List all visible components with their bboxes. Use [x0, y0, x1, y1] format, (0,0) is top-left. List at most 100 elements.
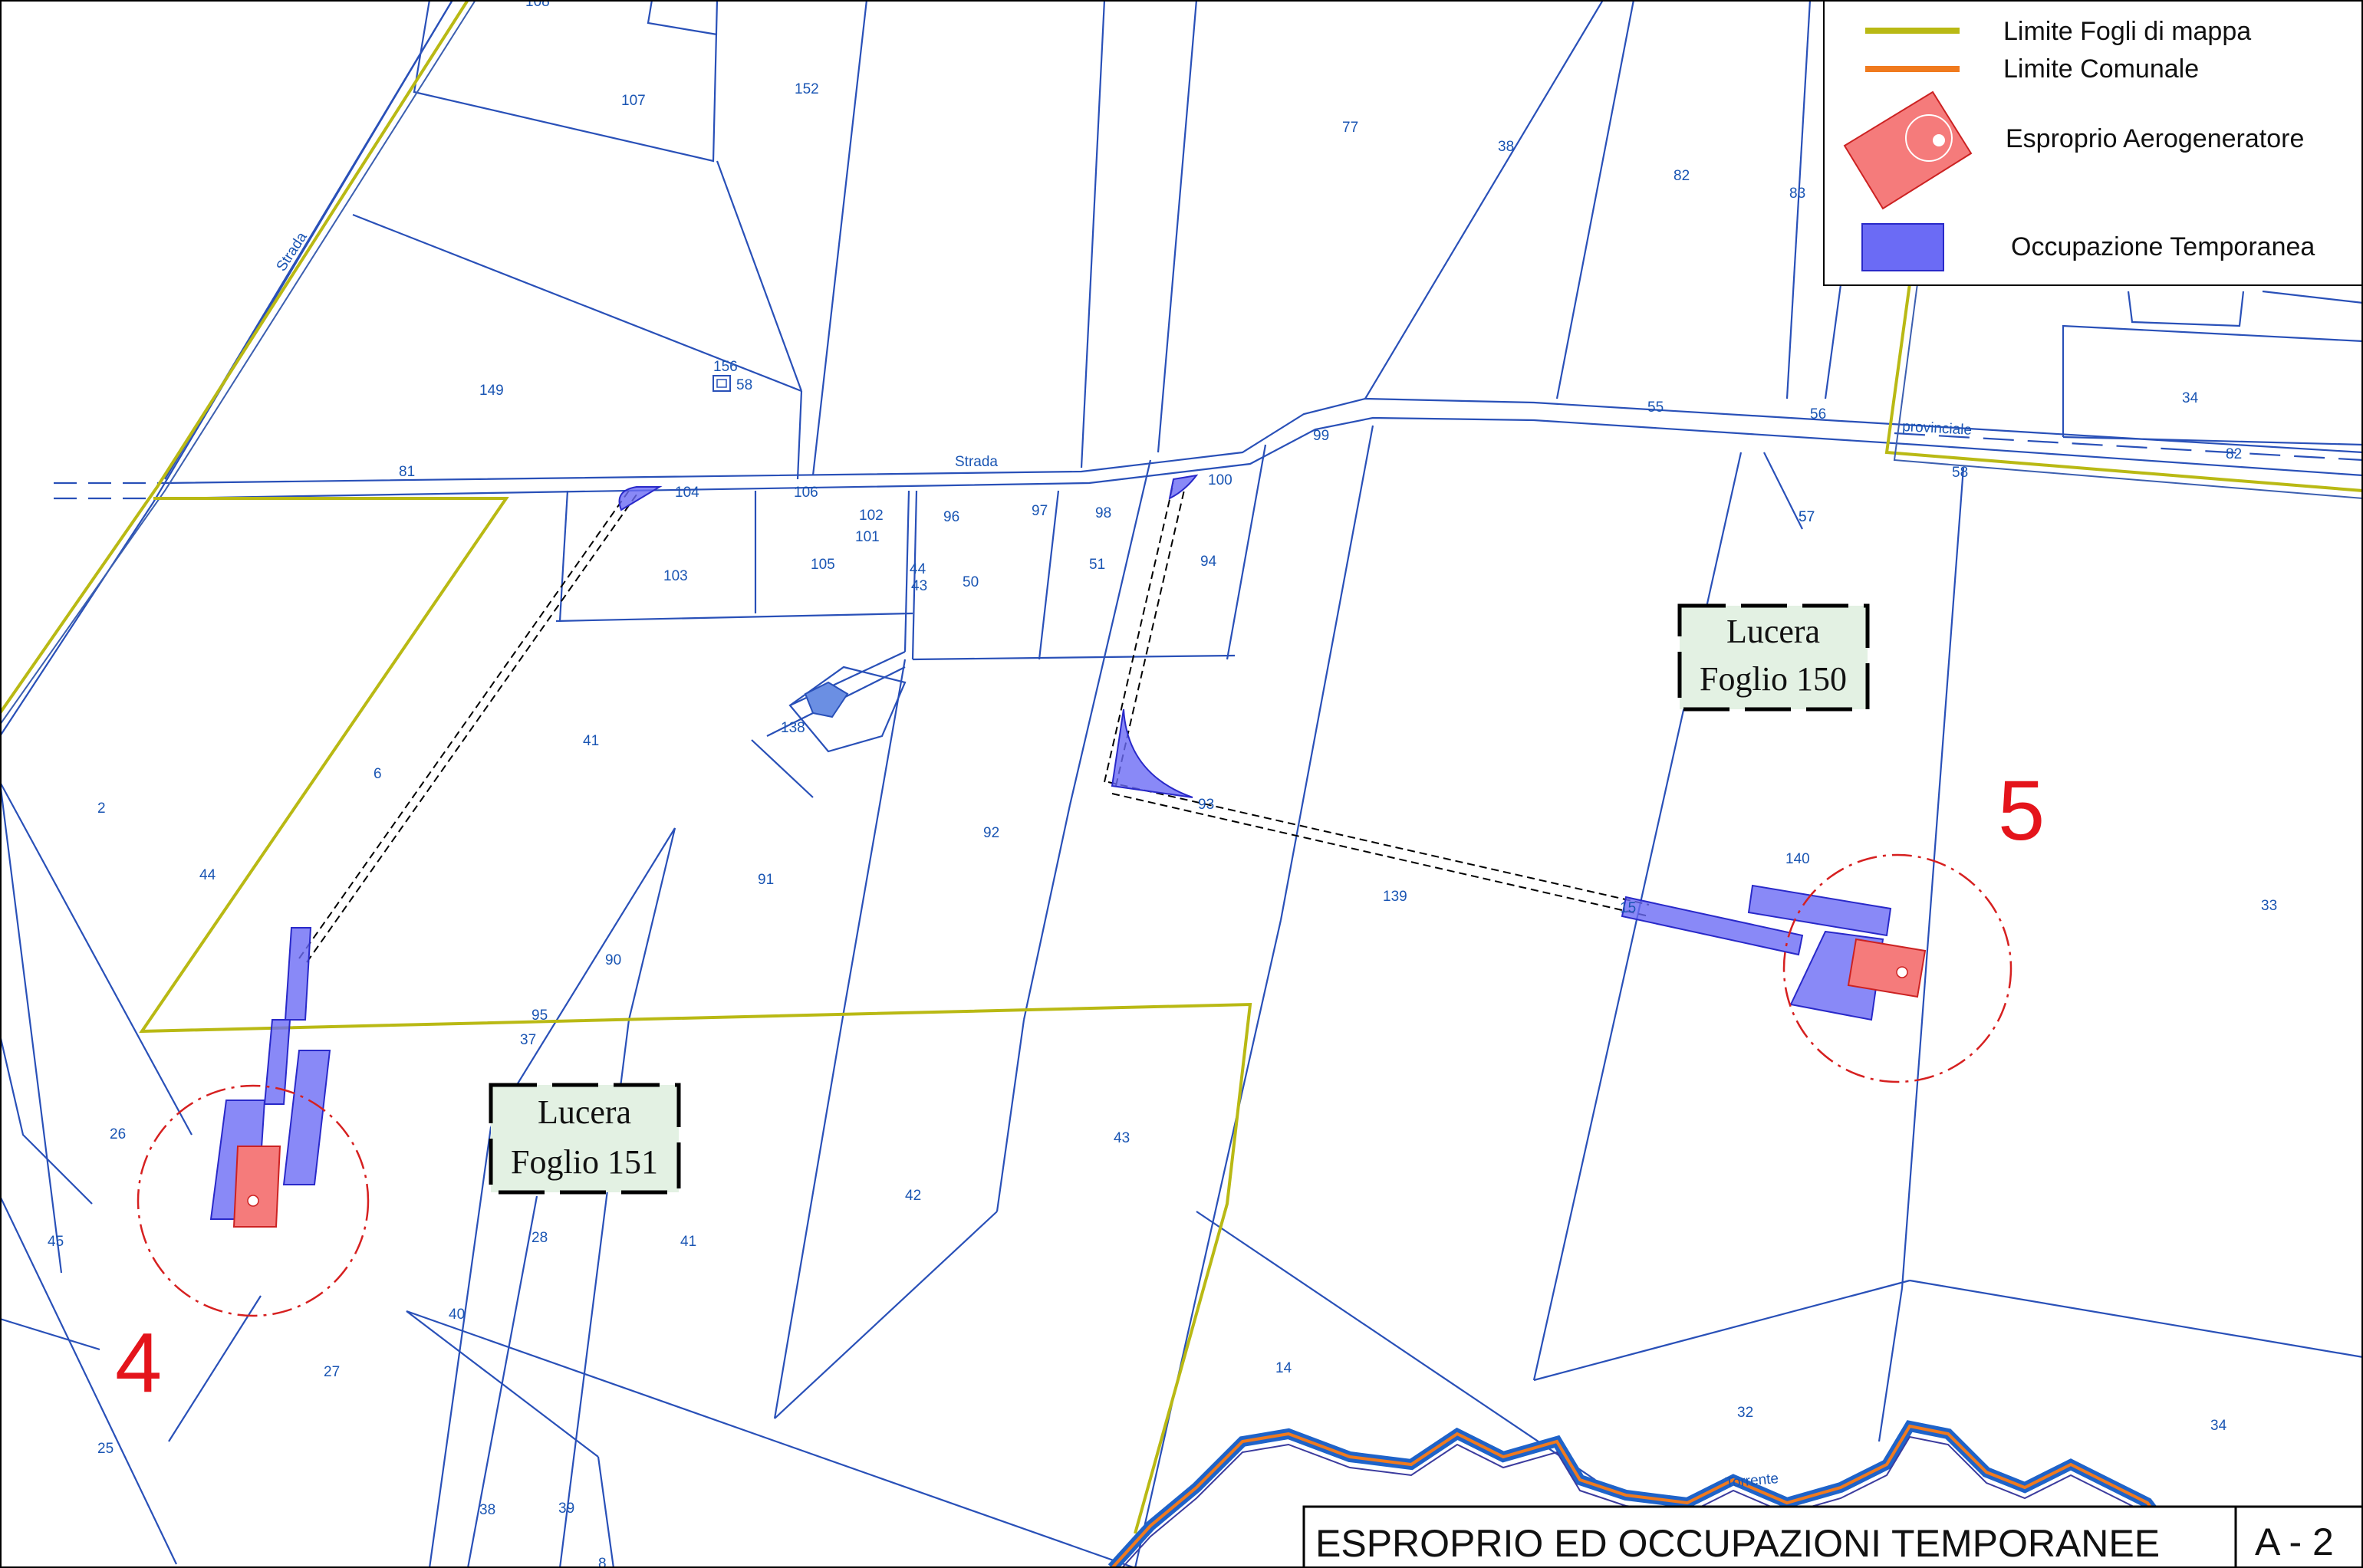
road-label-provinciale: provinciale	[1902, 419, 1973, 439]
parcel-number: 25	[97, 1441, 114, 1457]
sheet-150-foglio: Foglio 150	[1700, 660, 1847, 698]
parcel-number: 83	[1789, 186, 1805, 202]
esproprio-areas	[232, 938, 1927, 1228]
parcel-number: 2	[97, 800, 106, 817]
parcel-number: 77	[1342, 120, 1358, 136]
parcel-number: 26	[110, 1126, 126, 1142]
parcel-number: 152	[795, 81, 819, 97]
drawing-code: A - 2	[2255, 1520, 2334, 1563]
parcel-number: 82	[1674, 168, 1690, 184]
parcel-number: 90	[605, 952, 621, 968]
parcel-number: 94	[1200, 554, 1217, 570]
esproprio-turbine-5	[1847, 938, 1927, 998]
parcel-numbers: 108 107 152 77 38 82 83 149 156 58 81 10…	[48, 0, 2277, 1568]
parcel-number: 38	[1498, 139, 1514, 155]
legend-label-occupazione: Occupazione Temporanea	[2011, 232, 2315, 261]
parcel-number: 44	[199, 867, 216, 883]
parcel-number: 149	[479, 383, 504, 399]
legend-turbine-icon	[1905, 114, 1953, 162]
parcel-number: 39	[558, 1501, 574, 1517]
turbine-number-4: 4	[115, 1316, 162, 1410]
parcel-number: 50	[963, 574, 979, 590]
parcel-number: 8	[598, 1556, 607, 1568]
small-structure	[716, 379, 727, 388]
sheet-150-comune: Lucera	[1726, 613, 1820, 650]
parcel-number: 41	[583, 733, 599, 749]
parcel-number: 33	[2261, 898, 2277, 914]
small-structure	[713, 375, 731, 392]
parcel-number: 15	[1620, 900, 1636, 916]
parcel-number: 28	[532, 1230, 548, 1246]
parcel-number: 44	[910, 561, 926, 577]
sheet-label-151: Lucera Foglio 151	[489, 1083, 681, 1195]
parcel-number: 32	[1737, 1405, 1753, 1421]
parcel-number: 38	[479, 1502, 495, 1518]
sheet-label-150: Lucera Foglio 150	[1677, 603, 1870, 712]
parcel-number: 156	[713, 359, 738, 375]
sheet-boundaries	[0, 0, 2363, 1534]
legend-swatch-esproprio	[1843, 90, 1973, 210]
parcel-number: 51	[1089, 557, 1105, 573]
parcel-number: 106	[794, 485, 818, 501]
legend-label-esproprio: Esproprio Aerogeneratore	[2006, 124, 2304, 153]
parcel-number: 45	[48, 1234, 64, 1250]
parcel-number: 57	[1799, 509, 1815, 525]
parcel-number: 55	[1647, 399, 1664, 416]
parcel-number: 93	[1198, 797, 1214, 813]
parcel-number: 92	[983, 825, 999, 841]
parcel-number: 99	[1313, 428, 1329, 444]
parcel-number: 43	[911, 578, 927, 594]
legend-swatch-occupazione	[1861, 223, 1944, 271]
turbine-5-point	[1896, 966, 1908, 978]
parcel-number: 6	[374, 766, 382, 782]
parcel-number: 56	[1810, 406, 1826, 422]
parcel-number: 98	[1095, 505, 1111, 521]
turbine-number-5: 5	[1998, 764, 2045, 858]
sheet-151-foglio: Foglio 151	[511, 1143, 658, 1181]
parcel-number: 37	[520, 1032, 536, 1048]
legend-turbine-point	[1933, 134, 1945, 146]
turbine-buffers	[137, 853, 2012, 1317]
parcel-number: 27	[324, 1364, 340, 1380]
cable-routes	[298, 482, 1650, 963]
parcel-number: 91	[758, 872, 774, 888]
parcel-number: 108	[525, 0, 550, 10]
parcel-number: 105	[811, 557, 835, 573]
parcel-number: 58	[736, 377, 752, 393]
parcel-number: 139	[1383, 889, 1407, 905]
esproprio-turbine-4	[232, 1146, 281, 1228]
parcel-number: 102	[859, 508, 884, 524]
parcel-number: 100	[1208, 472, 1233, 488]
parcel-number: 34	[2182, 390, 2199, 406]
parcel-number: 41	[680, 1234, 696, 1250]
legend: Limite Fogli di mappa Limite Comunale Es…	[1823, 0, 2363, 286]
sheet-151-comune: Lucera	[538, 1093, 631, 1131]
parcel-number: 104	[675, 485, 699, 501]
parcel-number: 96	[943, 509, 959, 525]
parcel-number: 101	[855, 529, 880, 545]
road-label-torrente: Torrente	[1725, 1471, 1779, 1491]
parcel-number: 95	[532, 1008, 548, 1024]
road-label-strada-center: Strada	[955, 454, 998, 470]
title-block: ESPROPRIO ED OCCUPAZIONI TEMPORANEE A - …	[1302, 1505, 2363, 1568]
parcel-number: 34	[2210, 1418, 2227, 1434]
parcel-number: 57	[1799, 509, 1815, 525]
parcel-number: 140	[1785, 851, 1810, 867]
legend-label-limite-comunale: Limite Comunale	[2003, 54, 2199, 84]
parcel-number: 82	[2226, 446, 2242, 462]
building	[804, 681, 849, 718]
parcel-number: 58	[1952, 465, 1968, 481]
legend-label-limite-fogli: Limite Fogli di mappa	[2003, 17, 2251, 46]
parcel-number: 138	[781, 720, 805, 736]
occupazione-temporanea-areas	[209, 474, 1892, 1220]
parcel-number: 107	[621, 93, 646, 109]
turbine-4-point	[247, 1195, 259, 1207]
parcel-number: 40	[449, 1307, 465, 1323]
parcel-number: 103	[663, 568, 688, 584]
parcel-number: 43	[1114, 1130, 1130, 1146]
parcel-number: 42	[905, 1188, 921, 1204]
drawing-title: ESPROPRIO ED OCCUPAZIONI TEMPORANEE	[1315, 1522, 2160, 1565]
parcel-number: 81	[399, 464, 415, 480]
